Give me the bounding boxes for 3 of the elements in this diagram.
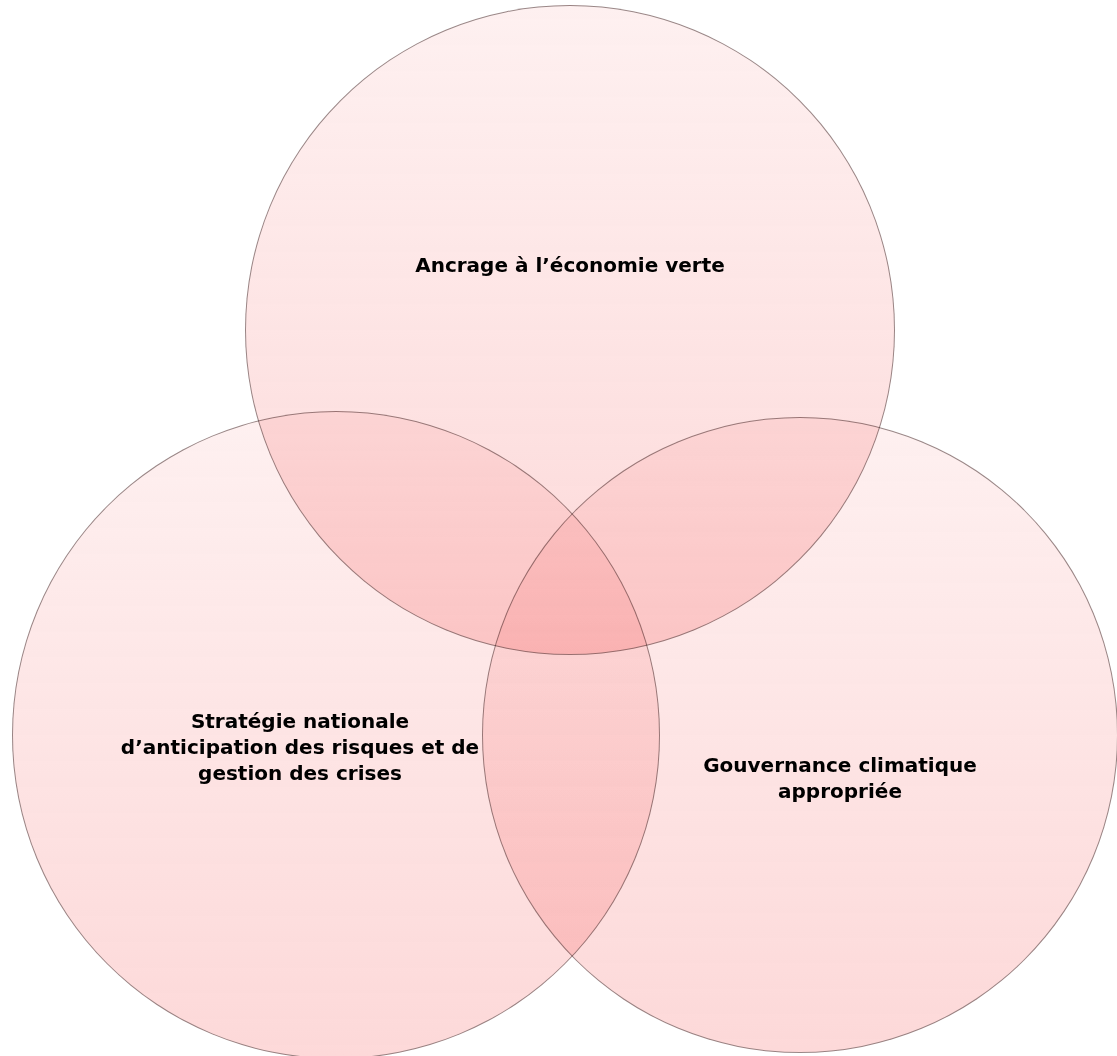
circle-label: Stratégie nationale d’anticipation des risques et de gestion des crises: [120, 708, 480, 786]
circle-label: Gouvernance climatique appropriée: [702, 752, 978, 804]
circle-label: Ancrage à l’économie verte: [414, 252, 726, 278]
